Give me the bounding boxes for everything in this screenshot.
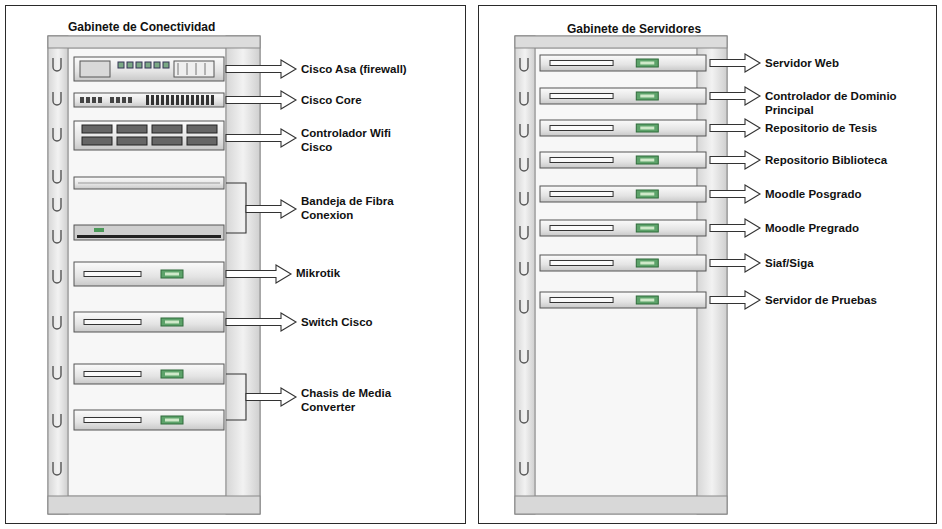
equipment-label: Repositorio Biblioteca — [765, 153, 933, 167]
cabinet-title: Gabinete de Conectividad — [68, 20, 215, 34]
pointer-arrow — [226, 265, 291, 283]
pointer-arrow — [710, 254, 760, 272]
rack-device — [74, 57, 224, 81]
equipment-label: Mikrotik — [296, 266, 456, 280]
rack-device — [540, 152, 706, 168]
rack-device — [74, 225, 224, 240]
pointer-arrow — [710, 185, 760, 203]
equipment-label: Cisco Core — [301, 93, 461, 107]
equipment-label: Moodle Pregrado — [765, 221, 933, 235]
rack-device — [540, 292, 706, 308]
rack-device — [74, 312, 224, 332]
pointer-arrow — [710, 119, 760, 137]
rack-device — [74, 121, 224, 150]
equipment-label: Bandeja de Fibra Conexion — [301, 194, 409, 222]
pointer-arrow — [226, 91, 296, 109]
pointer-arrow — [710, 151, 760, 169]
equipment-label: Moodle Posgrado — [765, 187, 933, 201]
equipment-label: Switch Cisco — [301, 315, 461, 329]
pointer-arrow — [226, 60, 296, 78]
rack-device — [540, 255, 706, 271]
equipment-label: Siaf/Siga — [765, 256, 933, 270]
pointer-arrow — [246, 200, 296, 218]
pointer-arrow — [246, 388, 296, 406]
bracket — [226, 374, 246, 420]
equipment-label: Chasis de Media Converter — [301, 386, 405, 414]
equipment-label: Cisco Asa (firewall) — [301, 62, 461, 76]
rack-device — [540, 55, 706, 71]
rack-device — [74, 93, 224, 107]
rack-device — [74, 177, 224, 189]
pointer-arrow — [710, 54, 760, 72]
rack-cabinet — [515, 36, 727, 514]
cabinet-panel: Gabinete de Servidores — [478, 5, 937, 524]
equipment-label: Servidor Web — [765, 56, 933, 70]
rack-device — [74, 364, 224, 384]
pointer-arrow — [710, 291, 760, 309]
pointer-arrow — [710, 87, 760, 105]
rack-device — [74, 262, 224, 286]
pointer-arrow — [710, 219, 760, 237]
rack-device — [540, 88, 706, 104]
rack-device — [74, 410, 224, 430]
equipment-label: Repositorio de Tesis — [765, 121, 933, 135]
rack-device — [540, 120, 706, 136]
equipment-label: Controlador de Dominio Principal — [765, 89, 915, 117]
pointer-arrow — [226, 313, 296, 331]
equipment-label: Servidor de Pruebas — [765, 293, 933, 307]
cabinet-panel: Gabinete de Conectividad — [5, 5, 466, 524]
pointer-arrow — [226, 129, 296, 147]
cabinet-title: Gabinete de Servidores — [567, 22, 701, 36]
rack-device — [540, 220, 706, 236]
rack-device — [540, 186, 706, 202]
bracket — [226, 183, 246, 233]
equipment-label: Controlador Wifi Cisco — [301, 126, 401, 154]
